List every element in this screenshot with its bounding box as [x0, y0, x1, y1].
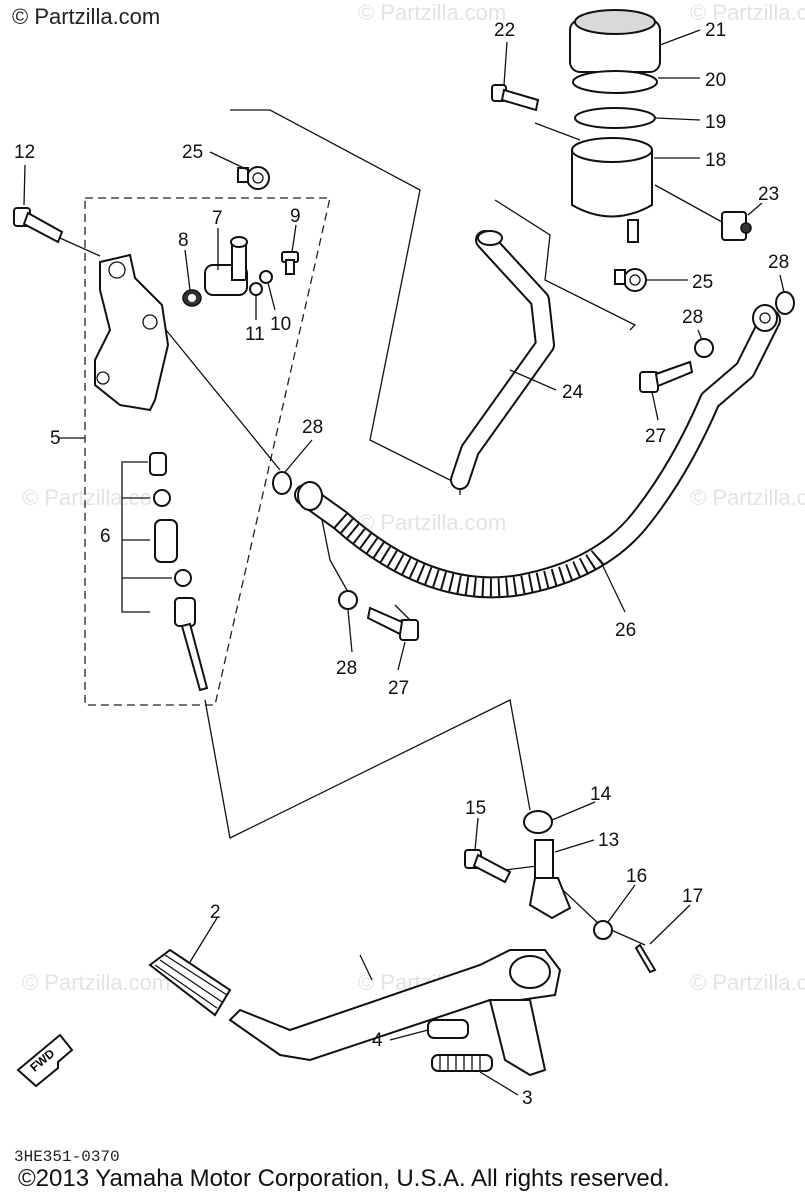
callout-19: 19	[705, 112, 726, 133]
callout-28a: 28	[302, 417, 323, 438]
hose-joint-7	[204, 236, 248, 296]
assembly-5-outline	[84, 197, 331, 706]
washer-28-d	[775, 291, 795, 315]
brake-pedal	[228, 949, 562, 1062]
callout-11: 11	[245, 324, 265, 345]
clevis-13	[528, 839, 572, 920]
callout-10: 10	[270, 314, 291, 335]
callout-27b: 27	[388, 678, 409, 699]
callout-4: 4	[372, 1030, 383, 1051]
nut-14	[523, 810, 553, 834]
callout-2: 2	[210, 902, 221, 923]
diagram-code: 3HE351-0370	[14, 1148, 120, 1166]
callout-5: 5	[50, 428, 61, 449]
callout-6: 6	[100, 526, 111, 547]
union-bolt-27-top	[639, 360, 694, 393]
hose-clip-25-top	[237, 166, 270, 190]
copyright-notice: ©2013 Yamaha Motor Corporation, U.S.A. A…	[18, 1165, 670, 1192]
bolt-15	[464, 849, 512, 884]
spring	[149, 452, 167, 476]
callout-labels: 21 20 19 18 22 23 25 25 12 8 7 9 10 11 2…	[14, 20, 789, 1109]
bolt-22	[491, 84, 540, 112]
callout-28b: 28	[336, 658, 357, 679]
washer-16	[593, 920, 613, 940]
diaphragm-20	[572, 70, 658, 94]
washer-11	[249, 282, 263, 296]
watermark: © Partzilla.com	[358, 510, 506, 535]
callout-17: 17	[682, 886, 703, 907]
callout-16: 16	[626, 866, 647, 887]
callout-22: 22	[494, 20, 515, 41]
callout-7: 7	[212, 208, 223, 229]
pedal-rubber-2	[148, 948, 232, 1017]
callout-14: 14	[590, 784, 612, 805]
reservoir-assembly	[569, 9, 752, 243]
piston-kit-6	[149, 452, 209, 692]
callout-13: 13	[598, 830, 619, 851]
reservoir-cap-top	[574, 9, 656, 35]
watermark: © Partzilla.com	[690, 970, 805, 995]
washer-10	[259, 270, 273, 284]
callout-12: 12	[14, 142, 35, 163]
cup	[174, 569, 192, 587]
watermark: © Partzilla.com	[690, 485, 805, 510]
master-cylinder-body-5	[94, 253, 170, 412]
cotter-pin-17	[634, 943, 657, 974]
callout-28d: 28	[768, 252, 789, 273]
watermark: © Partzilla.com	[22, 970, 170, 995]
collar-4	[427, 1019, 469, 1039]
callout-28c: 28	[682, 307, 703, 328]
callout-26: 26	[615, 620, 636, 641]
piston	[154, 519, 178, 563]
washer-28-a	[272, 471, 292, 495]
callout-20: 20	[705, 70, 726, 91]
screw-9	[281, 251, 299, 275]
callout-27a: 27	[645, 426, 666, 447]
callout-24: 24	[562, 382, 584, 403]
callout-23: 23	[758, 184, 779, 205]
callout-21: 21	[705, 20, 726, 41]
leader-lines	[23, 29, 785, 1096]
seal	[153, 489, 171, 507]
callout-25a: 25	[182, 142, 203, 163]
bolt-12	[13, 207, 64, 244]
washer-28-c	[694, 338, 714, 358]
union-bolt-27-bottom	[366, 606, 419, 641]
callout-25b: 25	[692, 272, 713, 293]
callout-18: 18	[705, 150, 726, 171]
washer-28-b	[338, 590, 358, 610]
reservoir-body-18	[571, 149, 653, 218]
hose-clip-25-bottom	[614, 268, 647, 292]
fwd-arrow-icon: FWD	[16, 1033, 74, 1088]
callout-3: 3	[522, 1088, 533, 1109]
watermark: © Partzilla.com	[690, 0, 805, 25]
plate-19	[574, 107, 656, 129]
callout-8: 8	[178, 230, 189, 251]
watermark: © Partzilla.com	[358, 0, 506, 25]
pushrod-head	[174, 597, 196, 627]
callout-9: 9	[290, 206, 301, 227]
pushrod	[180, 622, 209, 692]
callout-15: 15	[465, 798, 486, 819]
return-spring-3	[431, 1054, 493, 1072]
partzilla-brand: © Partzilla.com	[12, 4, 161, 29]
